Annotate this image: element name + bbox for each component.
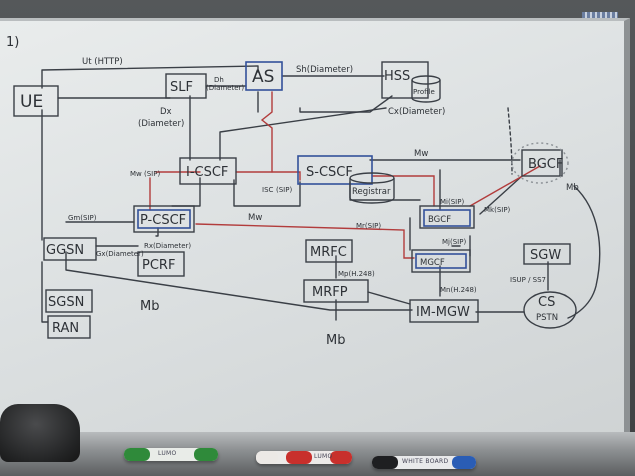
as-node: AS (245, 61, 283, 91)
pcrf-label: PCRF (142, 258, 175, 273)
profile-database-icon (411, 75, 441, 103)
ran-label: RAN (52, 321, 79, 336)
board-brand-plate (582, 12, 618, 18)
pcscf-label: P-CSCF (140, 213, 186, 228)
scscf-label: S-CSCF (306, 165, 353, 180)
immgw-node: IM-MGW (409, 299, 479, 323)
sgsn-node: SGSN (45, 289, 93, 313)
rx-interface-label: Rx(Diameter) (144, 242, 191, 250)
mb2-interface-label: Mb (326, 333, 345, 348)
bgcf-boundary-marker (511, 142, 569, 184)
mp-interface-label: Mp(H.248) (338, 270, 375, 278)
gm-interface-label: Gm(SIP) (68, 214, 97, 222)
black-marker-label: WHITE BOARD (402, 458, 449, 465)
ggsn-label: GGSN (46, 243, 84, 258)
mrfc-node: MRFC (305, 239, 353, 263)
registrar-database-icon (349, 172, 395, 204)
slf-label: SLF (170, 80, 193, 95)
mb3-interface-label: Mb (566, 183, 579, 193)
bgcf-node: BGCF (511, 142, 569, 184)
isc-protocol-label: (SIP) (276, 186, 292, 194)
pstn-label: PSTN (536, 313, 558, 323)
mi-interface-label: Mi(SIP) (440, 198, 464, 206)
mw3-interface-label: Mw (248, 213, 262, 223)
green-marker-label: LUMO (158, 450, 177, 457)
gx-interface-label: Gx(Diameter) (96, 250, 144, 258)
mrfc-label: MRFC (310, 245, 347, 260)
board-eraser (0, 404, 80, 462)
sgw-node: SGW (523, 243, 571, 265)
ue-node: UE (13, 85, 59, 117)
red-marker: LUMO (256, 451, 352, 464)
profile-label: Profile (413, 88, 435, 96)
isup-interface-label: ISUP / SS7 (510, 276, 546, 284)
icscf-label: I-CSCF (186, 165, 228, 180)
mw1-interface-label: Mw (130, 170, 142, 178)
interface-labels: Ut (HTTP) Sh(Diameter) Dh (Diameter) Dx … (68, 57, 579, 348)
mrfp-label: MRFP (312, 285, 348, 300)
hss-node: HSS Profile (381, 61, 441, 103)
mw2-interface-label: Mw (414, 149, 428, 159)
section-number: 1) (6, 35, 19, 50)
bgcf2-label: BGCF (428, 215, 451, 225)
icscf-node: I-CSCF (179, 157, 237, 185)
ggsn-node: GGSN (43, 237, 97, 261)
bgcf-label: BGCF (528, 157, 563, 172)
green-marker: LUMO (124, 448, 218, 461)
network-nodes: UE SLF AS HSS Profile (13, 61, 577, 339)
pcrf-node: PCRF (137, 251, 185, 277)
mgcf-node: MGCF (411, 249, 471, 273)
mrfp-node: MRFP (303, 279, 369, 303)
ran-node: RAN (47, 315, 91, 339)
mgcf-label: MGCF (420, 258, 445, 268)
pcscf-node: P-CSCF (133, 205, 195, 233)
mw1-protocol-label: (SIP) (144, 170, 160, 178)
sgw-label: SGW (530, 248, 561, 263)
mb1-interface-label: Mb (140, 299, 159, 314)
sgsn-label: SGSN (48, 295, 84, 310)
cs-label: CS (538, 295, 555, 310)
slf-node: SLF (165, 73, 207, 99)
mk-interface-label: Mk(SIP) (484, 206, 511, 214)
cs-pstn-node: CS PSTN (523, 291, 577, 329)
mr-interface-label: Mr(SIP) (356, 222, 381, 230)
dx-protocol-label: (Diameter) (138, 119, 184, 129)
isc-interface-label: ISC (262, 186, 274, 194)
immgw-label: IM-MGW (416, 305, 470, 320)
scscf-node: S-CSCF Registrar (297, 155, 395, 204)
mn-interface-label: Mn(H.248) (440, 286, 477, 294)
black-marker: WHITE BOARD (372, 456, 476, 469)
red-marker-label: LUMO (314, 453, 333, 460)
ue-label: UE (20, 92, 43, 112)
ut-interface-label: Ut (HTTP) (82, 57, 123, 67)
as-label: AS (252, 67, 274, 87)
dh-interface-label: Dh (214, 76, 224, 84)
registrar-label: Registrar (352, 187, 391, 197)
red-signaling-lines (149, 91, 541, 259)
dx-interface-label: Dx (160, 107, 172, 117)
hss-label: HSS (384, 69, 410, 84)
cx-interface-label: Cx(Diameter) (388, 107, 445, 117)
mj-interface-label: Mj(SIP) (442, 238, 466, 246)
dh-protocol-label: (Diameter) (206, 84, 244, 92)
sh-interface-label: Sh(Diameter) (296, 65, 353, 75)
bgcf2-node: BGCF (419, 205, 475, 229)
